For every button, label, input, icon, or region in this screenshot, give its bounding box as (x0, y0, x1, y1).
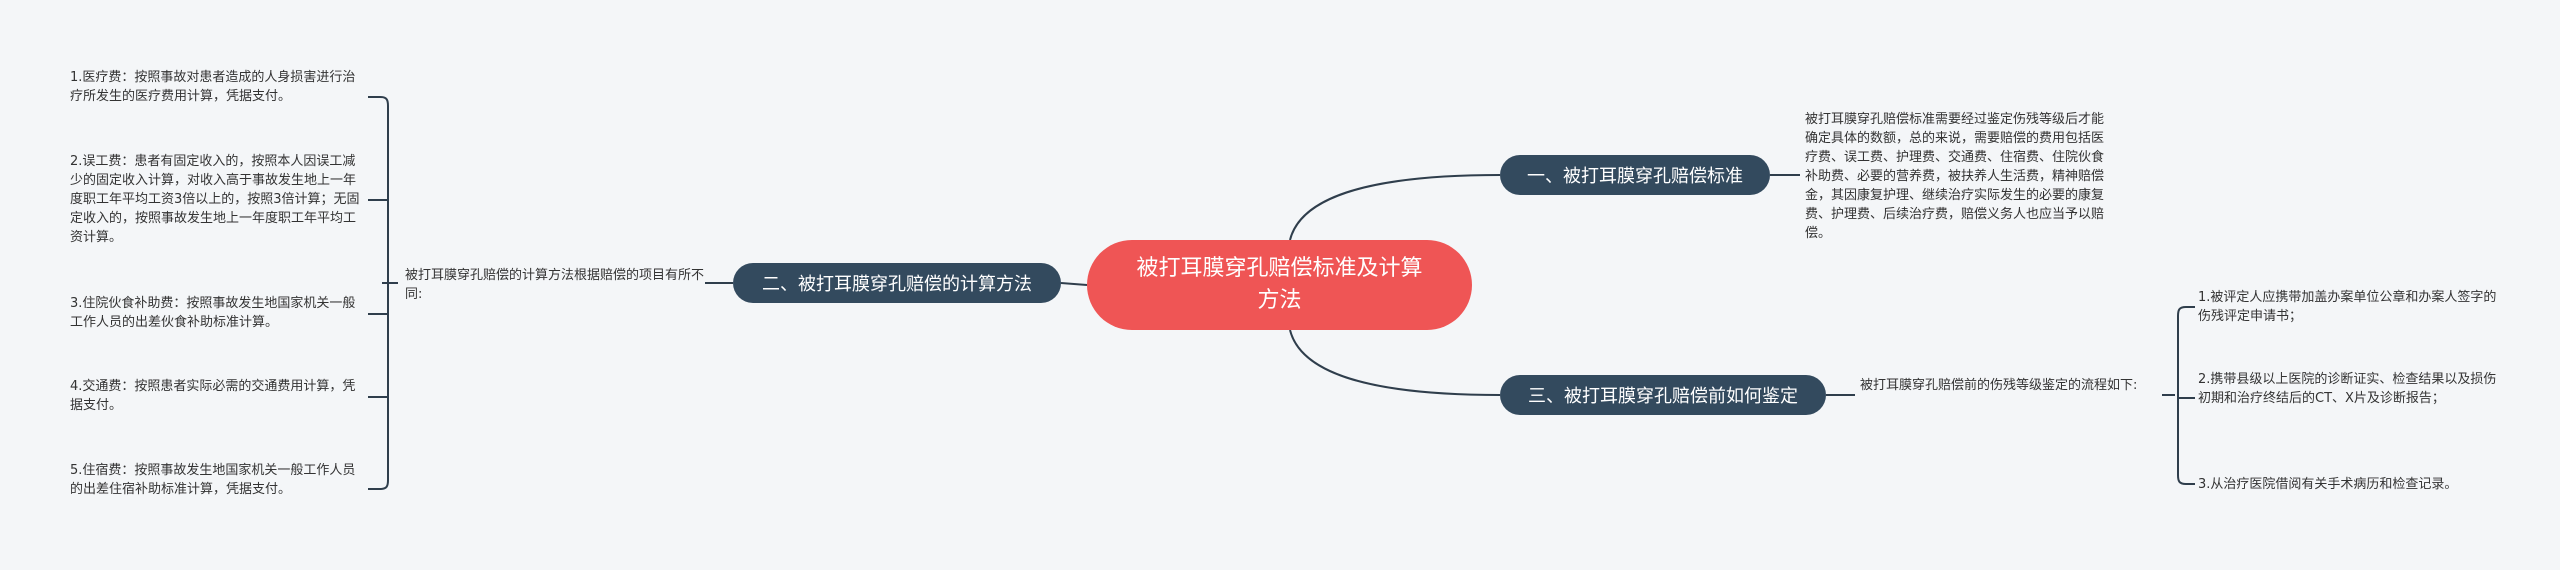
appraisal-step-1: 1.被评定人应携带加盖办案单位公章和办案人签字的伤残评定申请书； (2198, 290, 2497, 324)
right-bracket (2162, 306, 2187, 485)
left-bracket (379, 96, 398, 490)
root-title: 被打耳膜穿孔赔偿标准及计算方法 (1136, 256, 1423, 313)
link-root-branch-2 (1060, 282, 1088, 286)
branch-1-title: 一、被打耳膜穿孔赔偿标准 (1527, 166, 1743, 187)
link-root-branch-3 (1289, 329, 1501, 396)
calc-item-lost-work: 2.误工费：患者有固定收入的，按照本人因误工减少的固定收入计算，对收入高于事故发… (70, 154, 360, 245)
calc-item-meal-allowance: 3.住院伙食补助费：按照事故发生地国家机关一般工作人员的出差伙食补助标准计算。 (70, 296, 356, 330)
root-node[interactable]: 被打耳膜穿孔赔偿标准及计算方法 (1087, 240, 1472, 330)
link-root-branch-1 (1289, 174, 1501, 241)
branch-2-text: 被打耳膜穿孔赔偿的计算方法根据赔偿的项目有所不同: (405, 268, 705, 302)
calc-item-medical: 1.医疗费：按照事故对患者造成的人身损害进行治疗所发生的医疗费用计算，凭据支付。 (70, 70, 356, 104)
branch-node-3[interactable]: 三、被打耳膜穿孔赔偿前如何鉴定 (1500, 375, 1826, 415)
branch-2-title: 二、被打耳膜穿孔赔偿的计算方法 (762, 274, 1032, 295)
branch-3-text: 被打耳膜穿孔赔偿前的伤残等级鉴定的流程如下: (1860, 378, 2138, 393)
branch-node-2[interactable]: 二、被打耳膜穿孔赔偿的计算方法 (733, 263, 1061, 303)
branch-node-1[interactable]: 一、被打耳膜穿孔赔偿标准 (1500, 155, 1770, 195)
calc-item-transport: 4.交通费：按照患者实际必需的交通费用计算，凭据支付。 (70, 379, 356, 413)
branch-3-title: 三、被打耳膜穿孔赔偿前如何鉴定 (1528, 386, 1798, 407)
calc-item-lodging: 5.住宿费：按照事故发生地国家机关一般工作人员的出差住宿补助标准计算，凭据支付。 (70, 463, 356, 497)
branch-1-text: 被打耳膜穿孔赔偿标准需要经过鉴定伤残等级后才能确定具体的数额，总的来说，需要赔偿… (1805, 112, 2105, 241)
appraisal-step-2: 2.携带县级以上医院的诊断证实、检查结果以及损伤初期和治疗终结后的CT、X片及诊… (2198, 372, 2497, 406)
appraisal-step-3: 3.从治疗医院借阅有关手术病历和检查记录。 (2198, 477, 2458, 492)
